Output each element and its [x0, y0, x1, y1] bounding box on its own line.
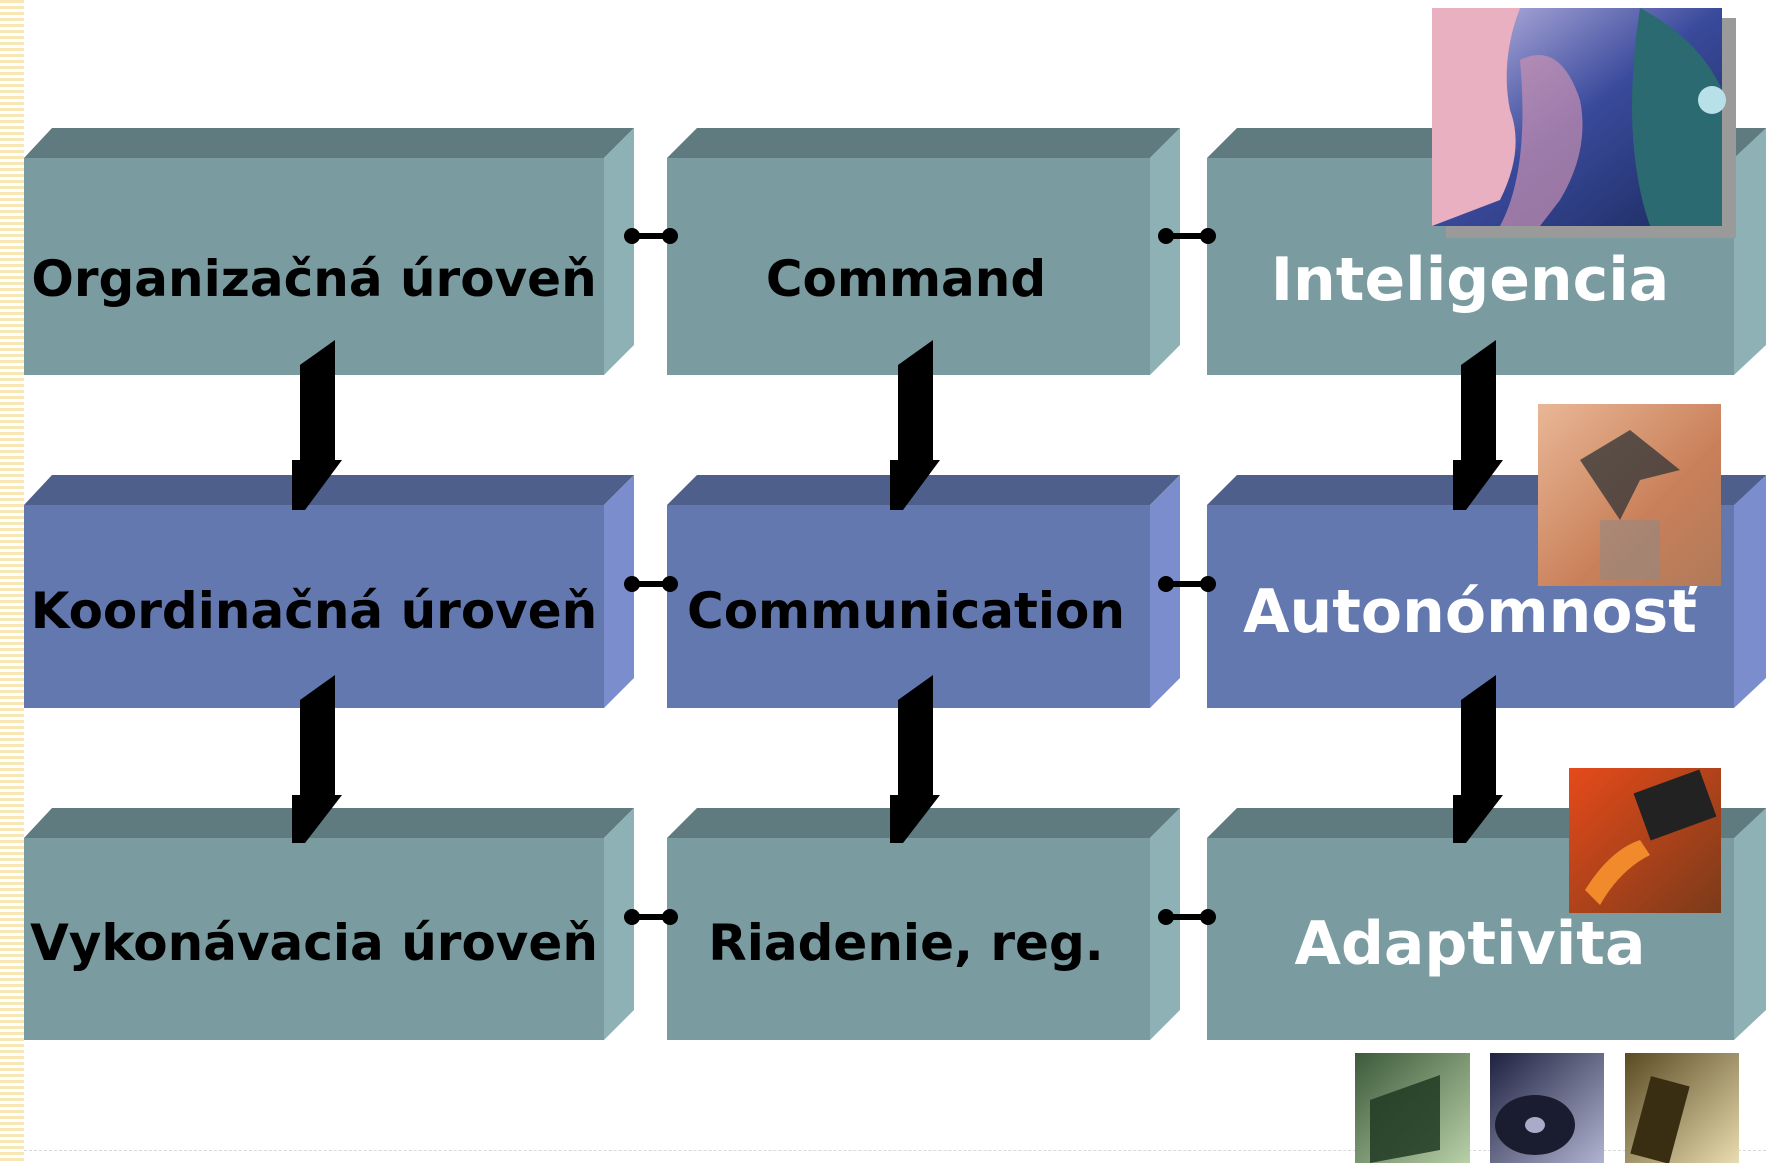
- arrow-col2-row2-down: [890, 675, 940, 843]
- box-organization-level: [24, 128, 634, 375]
- connector-row1-left: [624, 228, 678, 244]
- compact-disc-icon: [1490, 1053, 1604, 1163]
- label-coordination-level: Koordinačná úroveň: [31, 582, 598, 640]
- label-communication: Communication: [687, 582, 1125, 640]
- label-adaptivity: Adaptivita: [1295, 909, 1646, 979]
- arrow-col3-row2-down: [1453, 675, 1503, 843]
- box-command: [667, 128, 1180, 375]
- label-organization-level: Organizačná úroveň: [31, 250, 596, 308]
- label-autonomy: Autonómnosť: [1243, 577, 1699, 647]
- connector-row2-right: [1158, 576, 1216, 592]
- microchip-icon: [1625, 1053, 1739, 1163]
- arrow-col1-row2-down: [292, 675, 342, 843]
- bottom-dashed-rule: [24, 1150, 1766, 1151]
- arrow-col2-row1-down: [890, 340, 940, 510]
- industrial-robot-picture: [1569, 768, 1721, 913]
- label-execution-level: Vykonávacia úroveň: [30, 914, 598, 972]
- connector-row2-left: [624, 576, 678, 592]
- label-intelligence: Inteligencia: [1271, 245, 1670, 315]
- floppy-disk-icon: [1355, 1053, 1470, 1163]
- connector-row1-right: [1158, 228, 1216, 244]
- box-execution-level: [24, 808, 634, 1040]
- connector-row3-left: [624, 909, 678, 925]
- label-control-regulation: Riadenie, reg.: [708, 914, 1103, 972]
- label-command: Command: [766, 250, 1046, 308]
- box-coordination-level: [24, 475, 634, 708]
- robot-arm-picture: [1538, 404, 1721, 586]
- human-and-robot-faces-picture: [1432, 8, 1736, 238]
- arrow-col3-row1-down: [1453, 340, 1503, 510]
- connector-row3-right: [1158, 909, 1216, 925]
- arrow-col1-row1-down: [292, 340, 342, 510]
- left-decorative-stripe: [0, 0, 24, 1163]
